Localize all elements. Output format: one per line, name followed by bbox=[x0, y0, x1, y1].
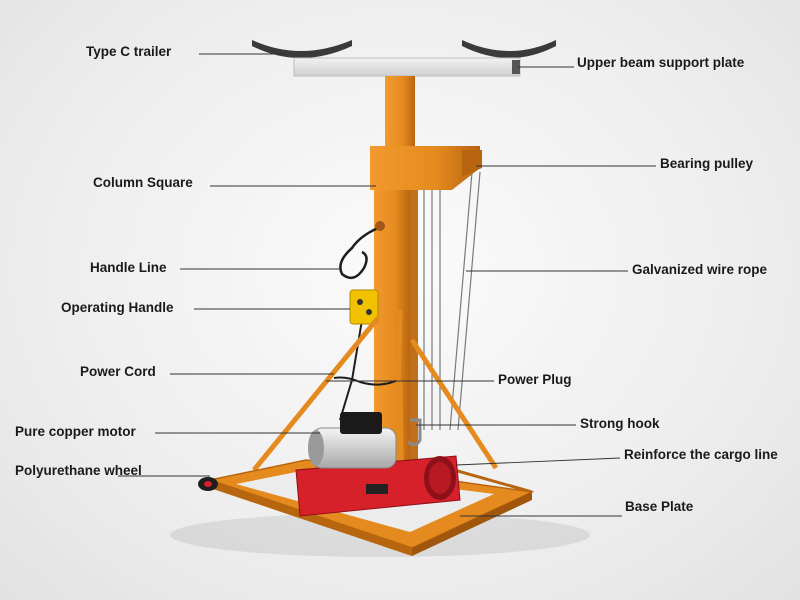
operating-handle-button-up bbox=[357, 299, 363, 305]
label-pure-copper-motor: Pure copper motor bbox=[15, 424, 136, 439]
handle-line-cable bbox=[339, 226, 379, 280]
base-plate-front-edge bbox=[210, 480, 412, 556]
winch-drum-face bbox=[429, 462, 451, 494]
operating-handle bbox=[349, 289, 379, 325]
type-c-trailer-left bbox=[252, 40, 352, 58]
motor-switch-box bbox=[340, 412, 382, 434]
support-leg-right bbox=[409, 338, 499, 470]
label-upper-beam-support-plate: Upper beam support plate bbox=[577, 55, 745, 70]
bearing-pulley bbox=[462, 150, 482, 176]
label-operating-handle: Operating Handle bbox=[61, 300, 174, 315]
support-leg-left bbox=[252, 316, 380, 472]
wire-rope-4 bbox=[449, 171, 473, 431]
type-c-trailer-right bbox=[462, 40, 556, 58]
label-column-square: Column Square bbox=[93, 175, 193, 190]
base-plate-right-edge bbox=[412, 492, 532, 556]
label-power-plug: Power Plug bbox=[498, 372, 572, 387]
winch-brand-plate bbox=[366, 484, 388, 494]
label-bearing-pulley: Bearing pulley bbox=[660, 156, 754, 171]
label-galvanized-wire-rope: Galvanized wire rope bbox=[632, 262, 768, 277]
operating-handle-button-down bbox=[366, 309, 372, 315]
pulley-housing bbox=[370, 146, 480, 190]
polyurethane-wheel-hub bbox=[204, 481, 212, 487]
motor-end-cap bbox=[308, 430, 324, 466]
plate-end-cap bbox=[512, 60, 520, 74]
leader-reinforce-cargo-line bbox=[455, 457, 621, 466]
label-power-cord: Power Cord bbox=[80, 364, 156, 379]
label-type-c-trailer: Type C trailer bbox=[86, 44, 172, 59]
handle-line-connector bbox=[375, 221, 385, 231]
upper-column bbox=[385, 76, 415, 146]
label-reinforce-cargo-line: Reinforce the cargo line bbox=[624, 447, 778, 462]
label-base-plate: Base Plate bbox=[625, 499, 694, 514]
label-handle-line: Handle Line bbox=[90, 260, 167, 275]
power-cord bbox=[333, 376, 399, 386]
wire-rope-5 bbox=[457, 171, 481, 431]
strong-hook bbox=[407, 418, 422, 447]
label-polyurethane-wheel: Polyurethane wheel bbox=[15, 463, 142, 478]
label-strong-hook: Strong hook bbox=[580, 416, 660, 431]
